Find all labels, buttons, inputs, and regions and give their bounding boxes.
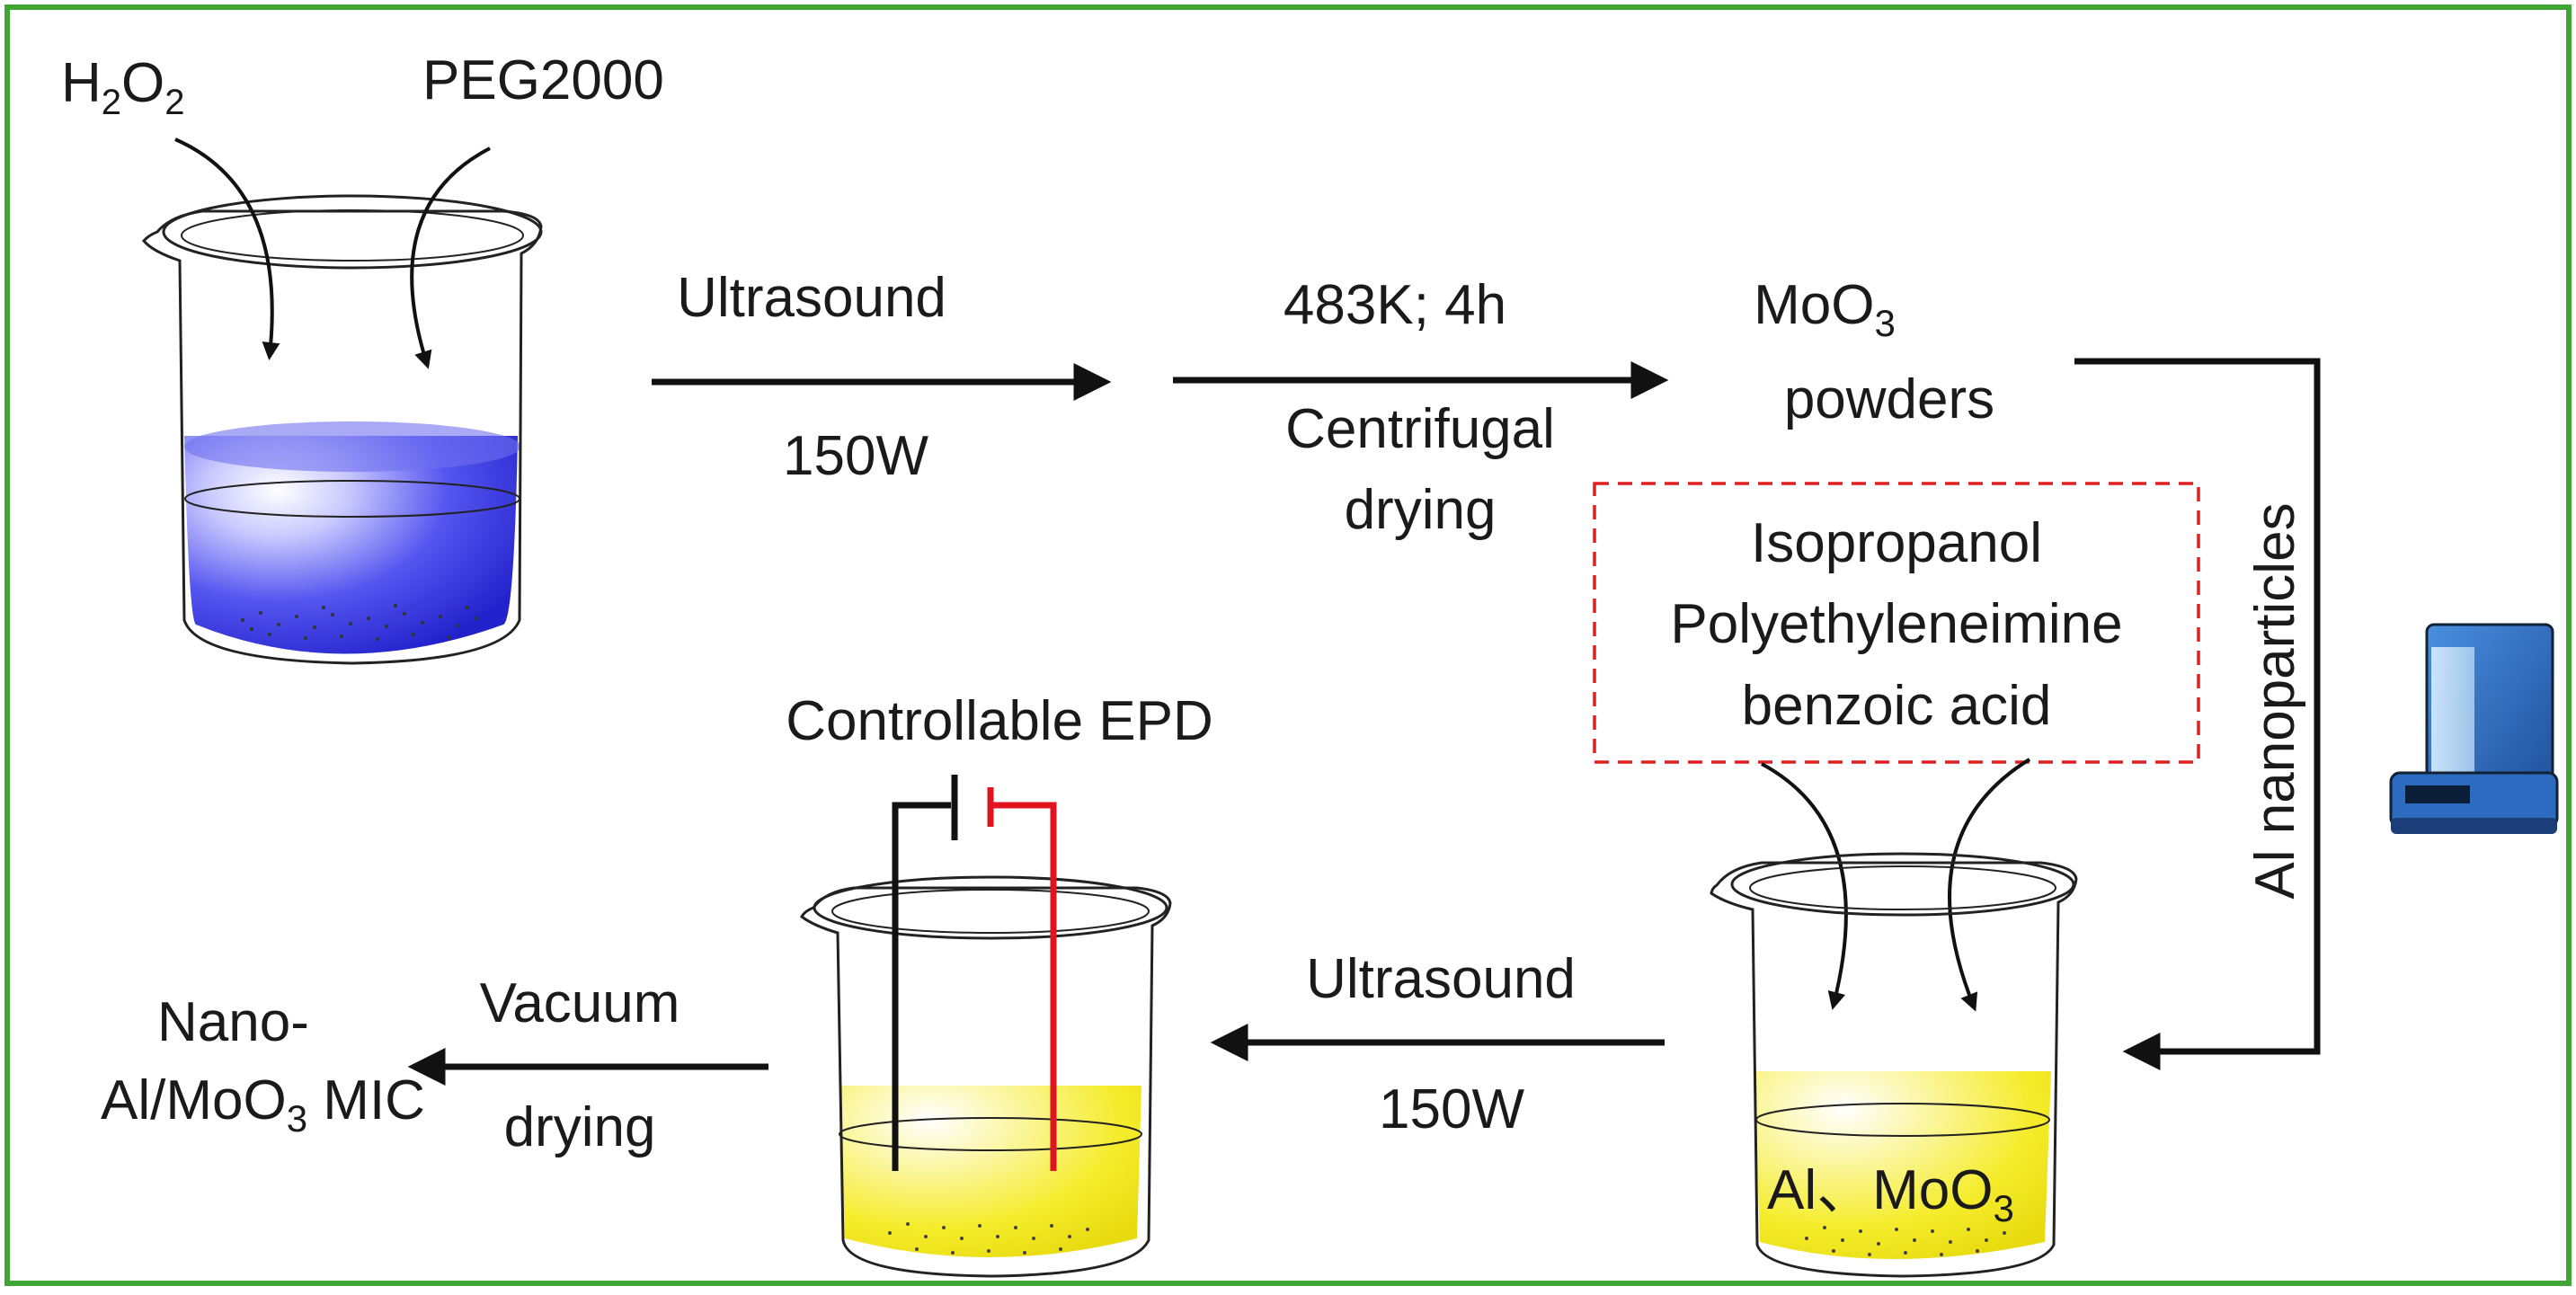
- isopropanol-label: Isopropanol: [1751, 512, 2042, 574]
- black-electrode: [892, 802, 951, 1171]
- beaker-icon: [142, 194, 543, 665]
- temp-time-label: 483K; 4h: [1284, 274, 1506, 336]
- al-addition-path: [2074, 358, 2321, 1070]
- nano-label: Nano-: [157, 991, 309, 1053]
- reagent-add-arrow-left: [1761, 762, 1848, 1010]
- polyethyleneimine-label: Polyethyleneimine: [1670, 593, 2122, 655]
- product-label: Al/MoO3 MIC: [101, 1069, 425, 1140]
- powders-label: powders: [1784, 368, 1994, 430]
- centrifugal-label: Centrifugal: [1285, 398, 1555, 460]
- analytical-balance-icon: [2389, 623, 2559, 834]
- h2o2-label: H2O2: [61, 52, 185, 122]
- moo3-label: MoO3: [1754, 274, 1896, 344]
- red-electrode: [993, 802, 1057, 1171]
- battery-symbol-icon: [951, 775, 994, 840]
- peg-add-arrow: [410, 146, 491, 369]
- reagent-add-arrow-right: [1948, 758, 2031, 1012]
- power-label-bottom: 150W: [1379, 1078, 1524, 1140]
- peg-label: PEG2000: [422, 49, 664, 111]
- drying-label-bottom: drying: [504, 1096, 656, 1158]
- h2o2-add-arrow: [174, 137, 280, 360]
- ultrasound-label-top: Ultrasound: [677, 267, 946, 329]
- vacuum-label: Vacuum: [480, 972, 680, 1034]
- outer-frame: [4, 4, 2572, 1286]
- reagents-box: [1593, 482, 2200, 764]
- epd-label: Controllable EPD: [786, 690, 1213, 752]
- ultrasound-label-bottom: Ultrasound: [1306, 948, 1576, 1010]
- power-label-top: 150W: [783, 425, 928, 487]
- drying-label-top: drying: [1345, 479, 1497, 541]
- al-nanoparticles-label: Al nanoparticles: [2244, 502, 2306, 899]
- beaker-icon: [1710, 852, 2078, 1278]
- al-moo3-mix-label: Al、MoO3: [1767, 1159, 2014, 1229]
- benzoic-acid-label: benzoic acid: [1742, 675, 2052, 737]
- beaker-icon: [800, 875, 1172, 1278]
